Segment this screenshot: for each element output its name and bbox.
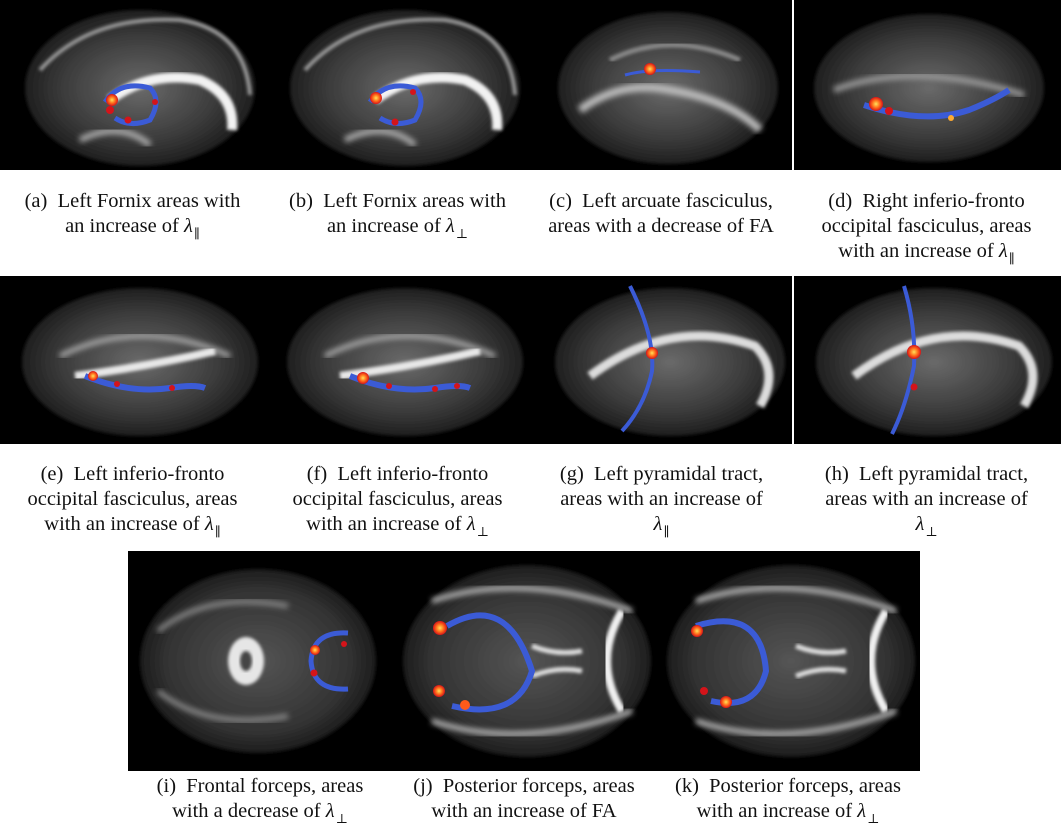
caption-d: (d) Right inferio-fronto occipital fasci… [821, 190, 1032, 266]
caption-e: (e) Left inferio-fronto occipital fascic… [27, 463, 238, 539]
panel-j-image [392, 551, 656, 771]
caption-k: (k) Posterior forceps, areas with an inc… [675, 775, 901, 826]
panel-b-image [265, 0, 530, 170]
panel-c-image [530, 0, 793, 170]
caption-c: (c) Left arcuate fasciculus, areas with … [548, 190, 774, 237]
panel-i-image [128, 551, 392, 771]
caption-g: (g) Left pyramidal tract, areas with an … [559, 463, 764, 539]
caption-f: (f) Left inferio-fronto occipital fascic… [292, 463, 503, 539]
panel-h-image [794, 276, 1061, 444]
panel-g-image [530, 276, 793, 444]
caption-j: (j) Posterior forceps, areas with an inc… [413, 775, 635, 822]
caption-b: (b) Left Fornix areas with an increase o… [289, 190, 506, 241]
caption-i: (i) Frontal forceps, areas with a decrea… [156, 775, 364, 826]
caption-a: (a) Left Fornix areas with an increase o… [24, 190, 241, 241]
panel-d-image [794, 0, 1061, 170]
panel-e-image [0, 276, 265, 444]
panel-k-image [656, 551, 920, 771]
caption-h: (h) Left pyramidal tract, areas with an … [824, 463, 1029, 539]
panel-a-image [0, 0, 265, 170]
panel-f-image [265, 276, 530, 444]
